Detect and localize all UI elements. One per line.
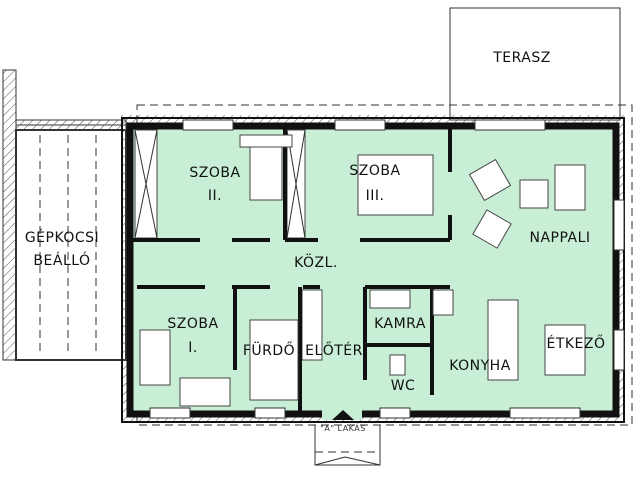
label-terasz: TERASZ	[492, 50, 551, 66]
label-wc: WC	[391, 378, 416, 394]
label-szoba-3-num: III.	[366, 188, 385, 204]
label-carport: GÉPKOCSI	[25, 229, 99, 246]
interior-walls	[133, 128, 452, 412]
label-szoba-1: SZOBA	[167, 316, 218, 332]
label-szoba-2: SZOBA	[189, 165, 240, 181]
label-furdo: FÜRDŐ	[243, 341, 295, 359]
furniture	[139, 134, 586, 407]
label-carport-2: BEÁLLÓ	[33, 251, 90, 269]
label-konyha: KONYHA	[449, 358, 511, 374]
terrace	[449, 7, 621, 121]
entrance-arrow-icon	[332, 410, 354, 420]
label-szoba-1-num: I.	[188, 340, 198, 356]
entrance-label: "A" LAKÁS	[320, 422, 366, 433]
windows	[149, 119, 625, 419]
label-szoba-3: SZOBA	[349, 163, 400, 179]
label-kozl: KÖZL.	[294, 253, 338, 271]
entrance-steps	[314, 425, 381, 466]
label-szoba-2-num: II.	[208, 188, 222, 204]
label-kamra: KAMRA	[374, 316, 426, 332]
label-eloter: ELŐTÉR	[305, 341, 363, 359]
label-etkezo: ÉTKEZŐ	[546, 334, 605, 352]
carport	[2, 69, 130, 361]
label-nappali: NAPPALI	[529, 230, 590, 246]
